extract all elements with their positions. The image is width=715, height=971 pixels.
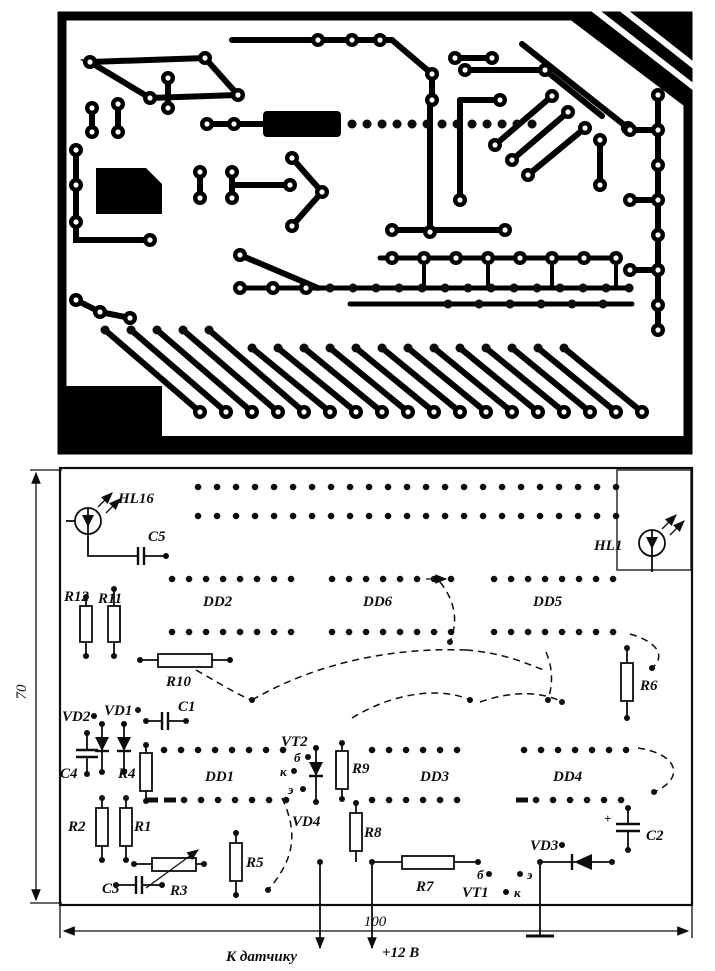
label-R6: R6 <box>639 678 658 694</box>
led-HL16: HL16 <box>66 491 154 557</box>
label-DD5: DD5 <box>532 594 563 610</box>
vt1-pin-base: б <box>477 867 484 882</box>
label-C4: C4 <box>60 766 78 782</box>
label-R1: R1 <box>133 819 152 835</box>
vt2-pin-emitter: э <box>287 782 294 797</box>
pcb-fill-block <box>96 168 162 214</box>
capacitor-C2: + C2 <box>604 805 664 853</box>
label-R2: R2 <box>67 819 86 835</box>
pcb-fill-corner <box>62 386 162 450</box>
hl1-zone-box <box>616 469 692 571</box>
label-sensor: К датчику <box>225 949 297 965</box>
led-HL1: HL1 <box>593 514 685 572</box>
label-R3: R3 <box>169 883 188 899</box>
label-R4: R4 <box>117 766 136 782</box>
capacitor-C5: C5 <box>136 529 169 565</box>
label-C5: C5 <box>148 529 166 545</box>
diode-VD2: VD2 <box>62 709 109 775</box>
label-C2: C2 <box>646 828 664 844</box>
resistor-R6: R6 <box>620 645 658 721</box>
label-DD4: DD4 <box>552 769 583 785</box>
capacitor-C3: C3 <box>102 876 165 897</box>
dim-100: 100 <box>364 914 387 930</box>
pcb-copper-layout <box>57 3 704 455</box>
label-C2-plus: + <box>604 811 611 826</box>
label-power: +12 В <box>382 945 419 961</box>
label-R9: R9 <box>351 761 370 777</box>
label-R10: R10 <box>165 674 192 690</box>
resistor-R11: R11 <box>97 586 122 659</box>
label-VT1: VT1 <box>462 885 489 901</box>
resistor-R1: R1 <box>119 795 152 863</box>
transistor-VT1: б э VT1 к <box>462 867 533 901</box>
label-R5: R5 <box>245 855 264 871</box>
label-DD2: DD2 <box>202 594 233 610</box>
resistor-R10: R10 <box>137 653 233 690</box>
pcb-fan-traces <box>102 327 645 415</box>
label-VT2: VT2 <box>281 734 308 750</box>
label-DD1: DD1 <box>204 769 234 785</box>
capacitor-C4: C4 <box>60 730 98 782</box>
label-HL1: HL1 <box>593 538 622 554</box>
resistor-R8: R8 <box>349 800 382 862</box>
dimension-width: 100 <box>59 905 693 938</box>
dashed-jumper-wires <box>195 581 675 893</box>
label-HL16: HL16 <box>117 491 154 507</box>
placement-board-outline <box>58 466 694 907</box>
pcb-traces <box>73 37 661 333</box>
resistor-R2: R2 <box>67 795 109 863</box>
vt2-pin-collector: к <box>280 764 287 779</box>
resistor-R4: R4 <box>117 742 153 804</box>
diode-VD4: VD4 <box>292 745 323 830</box>
label-VD3: VD3 <box>530 838 559 854</box>
label-DD3: DD3 <box>419 769 450 785</box>
dim-70: 70 <box>14 684 30 700</box>
ground-symbol <box>526 859 554 938</box>
label-R8: R8 <box>363 825 382 841</box>
label-C1: C1 <box>178 699 196 715</box>
resistor-R12: R12 <box>63 589 93 659</box>
pcb-ic-footprint <box>263 111 341 137</box>
capacitor-C1: C1 <box>143 699 196 730</box>
vt1-pin-collector: к <box>514 885 521 900</box>
pcb-fill-strip <box>156 436 688 452</box>
dimension-height: 70 <box>14 469 62 904</box>
label-VD1: VD1 <box>104 703 132 719</box>
transistor-VT2: VT2 б к э <box>280 734 311 797</box>
resistor-R7: R7 <box>369 855 481 895</box>
label-R11: R11 <box>97 591 122 607</box>
component-placement-diagram: HL16 HL1 C5 C1 <box>14 466 694 965</box>
label-R12: R12 <box>63 589 90 605</box>
label-R7: R7 <box>415 879 434 895</box>
label-DD6: DD6 <box>362 594 393 610</box>
label-VD2: VD2 <box>62 709 91 725</box>
diode-VD3: VD3 <box>530 838 615 870</box>
label-VD4: VD4 <box>292 814 321 830</box>
diode-VD1: VD1 <box>104 703 141 775</box>
trimmer-R3: R3 <box>131 849 207 899</box>
resistor-R9: R9 <box>335 740 370 802</box>
resistor-R5: R5 <box>229 830 264 898</box>
vt2-pin-base: б <box>294 750 301 765</box>
pcb-small-pad-rows <box>100 119 638 353</box>
vt1-pin-emitter: э <box>526 867 533 882</box>
label-C3: C3 <box>102 881 120 897</box>
